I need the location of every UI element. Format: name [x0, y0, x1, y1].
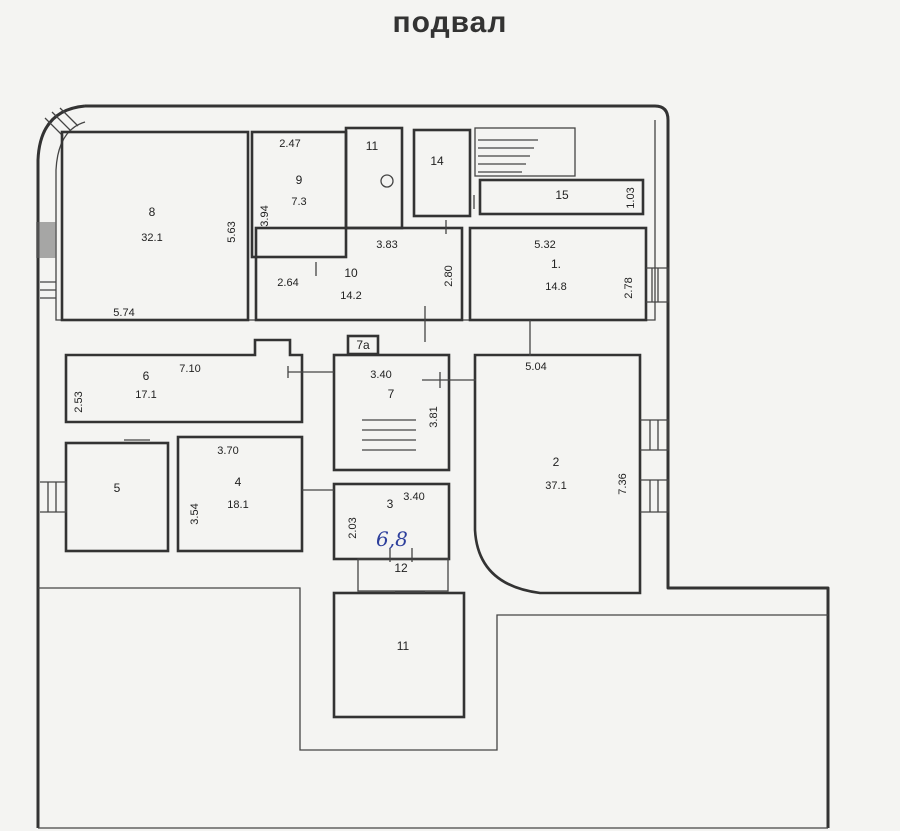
room-12	[332, 591, 466, 719]
room-number-8: 8	[149, 205, 156, 219]
room-number-6: 6	[143, 369, 150, 383]
room-number-9: 9	[296, 173, 303, 187]
room-number-10: 10	[344, 266, 358, 280]
door-marks	[124, 195, 531, 593]
lower-outline	[38, 587, 828, 751]
toilet-icon	[380, 174, 394, 188]
room-14	[412, 128, 472, 218]
room-number-7a: 7а	[356, 338, 370, 352]
room-area-10: 14.2	[340, 290, 361, 302]
room-number-11: 11	[366, 139, 379, 153]
window-left	[40, 481, 67, 513]
dim-label: 2.47	[279, 138, 300, 150]
dim-label: 2.64	[277, 277, 298, 289]
room-5	[64, 441, 170, 553]
dim-label: 1.03	[625, 187, 637, 208]
dim-label: 3.83	[376, 239, 397, 251]
room-number-2: 2	[553, 455, 560, 469]
dim-label: 5.63	[226, 221, 238, 242]
dim-label: 2.80	[443, 265, 455, 286]
room-number-13: 12	[394, 561, 408, 575]
stair-steps-top	[478, 139, 538, 173]
room-7	[332, 353, 451, 472]
dim-label: 3.40	[403, 491, 424, 503]
room-4	[176, 435, 304, 553]
dim-label: 5.74	[113, 307, 134, 319]
page-title: подвал	[392, 6, 508, 39]
dim-label: 2.53	[73, 391, 85, 412]
room-area-1: 14.8	[545, 281, 566, 293]
dim-label: 3.70	[217, 445, 238, 457]
window-right-1	[646, 267, 669, 303]
dim-label: 2.78	[623, 277, 635, 298]
room-number-5: 5	[114, 481, 121, 495]
dim-label: 7.10	[179, 363, 200, 375]
dim-label: 2.03	[347, 517, 359, 538]
room-8	[60, 130, 250, 322]
room-area-9: 7.3	[291, 196, 306, 208]
room-15	[478, 178, 645, 216]
stair-hatch	[36, 222, 56, 258]
dim-label: 3.40	[370, 369, 391, 381]
stair-curve-steps	[44, 107, 79, 137]
room-9	[250, 130, 348, 259]
stairs-top	[474, 127, 576, 177]
stair-steps-7	[362, 419, 416, 451]
dim-label: 5.04	[525, 361, 546, 373]
room-number-12: 11	[397, 639, 410, 653]
dim-label: 3.94	[259, 205, 271, 226]
dim-label: 7.36	[617, 473, 629, 494]
room-number-14: 14	[430, 154, 444, 168]
room-1	[468, 226, 648, 322]
room-2	[473, 353, 642, 595]
outer-wall-left	[36, 104, 86, 828]
room-number-1: 1.	[551, 257, 561, 271]
room-number-3: 3	[387, 497, 394, 511]
outer-wall	[85, 104, 830, 828]
dim-label: 5.32	[534, 239, 555, 251]
room-area-2: 37.1	[545, 480, 566, 492]
room-13	[357, 558, 449, 592]
room-area-6: 17.1	[135, 389, 156, 401]
room-area-8: 32.1	[141, 232, 162, 244]
dim-label: 3.54	[189, 503, 201, 524]
room-6	[64, 338, 304, 424]
room-area-4: 18.1	[227, 499, 248, 511]
room-number-4: 4	[235, 475, 242, 489]
room-number-15: 15	[555, 188, 569, 202]
dim-label: 3.81	[428, 406, 440, 427]
stair-steps-left	[40, 281, 56, 299]
window-right-2	[640, 419, 669, 513]
handwritten-area: 6,8	[376, 527, 408, 551]
room-number-7: 7	[388, 387, 395, 401]
room-10	[254, 226, 464, 322]
